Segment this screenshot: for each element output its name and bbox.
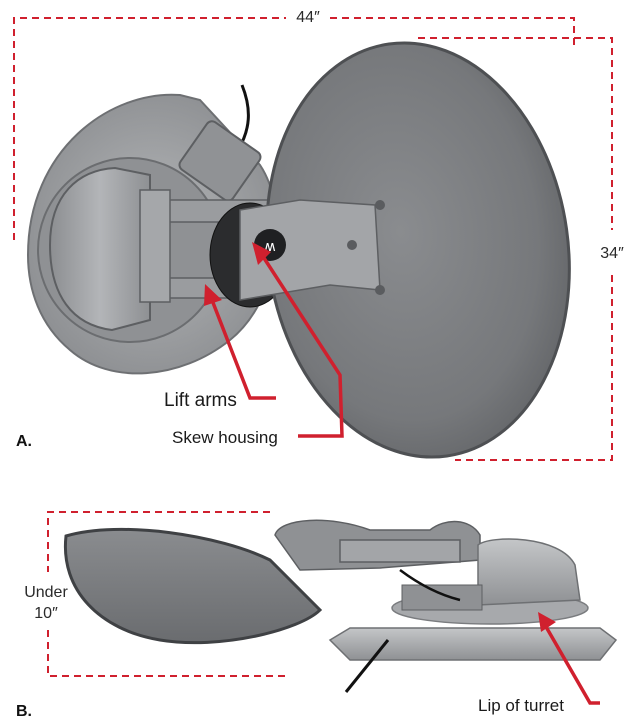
- svg-text:ʍ: ʍ: [264, 239, 275, 255]
- dish-reflector-side: [63, 527, 323, 645]
- height-label: 34″: [600, 245, 624, 262]
- turret-base-plate-side: [328, 627, 618, 661]
- height-dimension-line: [418, 37, 613, 461]
- panel-a-letter: A.: [16, 433, 32, 450]
- width-dimension-line: [13, 17, 575, 240]
- lip-of-turret-callout-line: [543, 624, 600, 705]
- lift-arms-callout-line: [210, 299, 276, 400]
- skew-housing-label: Skew housing: [172, 428, 278, 447]
- panel-b-letter: B.: [16, 703, 32, 720]
- skew-housing-callout-line: [260, 254, 344, 438]
- under-label-line1: Under: [24, 584, 68, 601]
- lift-arms-label: Lift arms: [164, 390, 237, 411]
- panel-a-illustration: ʍ 44″ 34″ Lift arms Skew housing A.: [13, 9, 624, 461]
- under-dimension-line: [47, 511, 285, 677]
- under-label-line2: 10″: [34, 605, 58, 622]
- control-box: [178, 120, 262, 202]
- lip-of-turret-label: Lip of turret: [478, 696, 564, 715]
- turret-dome-side: [477, 538, 581, 606]
- width-label: 44″: [296, 9, 320, 26]
- panel-b-illustration: Under 10″ Lip of turret B.: [16, 511, 618, 720]
